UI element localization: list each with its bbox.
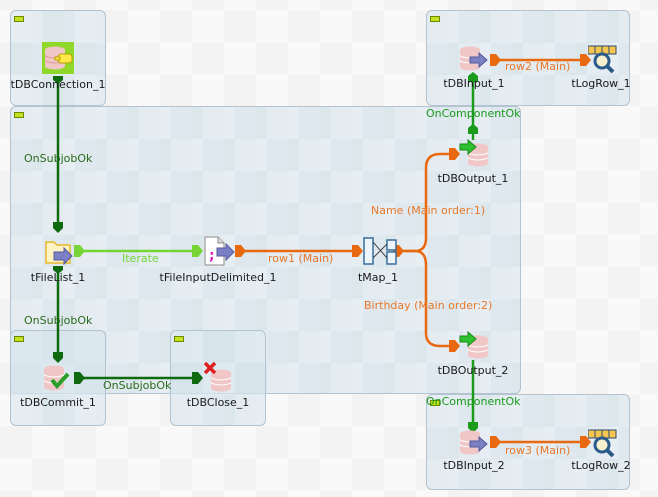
component-label: tLogRow_2 <box>571 459 631 472</box>
db-input-icon <box>459 46 488 71</box>
component-label: tFileList_1 <box>30 271 86 284</box>
collapse-button[interactable] <box>14 112 24 118</box>
db-close-icon <box>203 361 232 392</box>
component-tdbinput-1[interactable] <box>458 44 492 78</box>
db-output-icon <box>459 138 489 167</box>
component-tfilelist[interactable] <box>44 236 78 270</box>
link-label-row2: row2 (Main) <box>505 60 571 73</box>
delimited-file-icon: ; <box>204 236 235 266</box>
link-label-iterate: Iterate <box>122 252 159 265</box>
db-connection-icon <box>42 42 74 74</box>
collapse-button[interactable] <box>14 336 24 342</box>
log-row-icon <box>587 45 617 74</box>
link-label-onsubjobok: OnSubjobOk <box>24 314 93 327</box>
link-label-row3: row3 (Main) <box>505 444 571 457</box>
component-tdbinput-2[interactable] <box>458 428 492 462</box>
component-tfileinputdelimited[interactable]: ; <box>204 236 238 270</box>
collapse-button[interactable] <box>430 16 440 22</box>
link-label-onsubjobok: OnSubjobOk <box>103 379 172 392</box>
link-label-oncomponentok: OnComponentOk <box>426 107 521 120</box>
component-label: tDBCommit_1 <box>20 396 96 409</box>
component-label: tFileInputDelimited_1 <box>159 271 277 284</box>
component-tdbcommit[interactable] <box>42 364 76 398</box>
folder-icon <box>45 241 73 266</box>
collapse-button[interactable] <box>14 16 24 22</box>
svg-text:;: ; <box>209 248 215 264</box>
component-tlogrow-2[interactable] <box>587 428 622 462</box>
component-tdboutput-1[interactable] <box>459 138 493 172</box>
link-label-onsubjobok: OnSubjobOk <box>24 152 93 165</box>
component-tdbclose[interactable] <box>203 361 238 396</box>
link-label-row1: row1 (Main) <box>268 252 334 265</box>
component-label: tDBConnection_1 <box>10 78 106 91</box>
db-input-icon <box>459 430 488 455</box>
component-tmap[interactable] <box>363 236 397 270</box>
component-tdbconnection[interactable] <box>42 42 76 76</box>
component-tlogrow-1[interactable] <box>587 44 622 78</box>
component-label: tDBClose_1 <box>186 396 250 409</box>
component-label: tDBOutput_1 <box>437 172 509 185</box>
component-label: tDBInput_1 <box>443 77 505 90</box>
map-icon <box>363 237 397 265</box>
db-output-icon <box>459 330 489 359</box>
component-tdboutput-2[interactable] <box>459 330 493 364</box>
log-row-icon <box>587 429 617 458</box>
collapse-button[interactable] <box>174 336 184 342</box>
link-label-oncomponentok: OnComponentOk <box>426 395 521 408</box>
db-commit-icon <box>43 365 70 391</box>
component-label: tDBOutput_2 <box>437 364 509 377</box>
component-label: tLogRow_1 <box>571 77 631 90</box>
component-label: tDBInput_2 <box>443 459 505 472</box>
link-label-birthday: Birthday (Main order:2) <box>364 299 493 312</box>
component-label: tMap_1 <box>357 271 399 284</box>
collapse-button[interactable] <box>430 400 440 406</box>
link-label-name: Name (Main order:1) <box>371 204 486 217</box>
